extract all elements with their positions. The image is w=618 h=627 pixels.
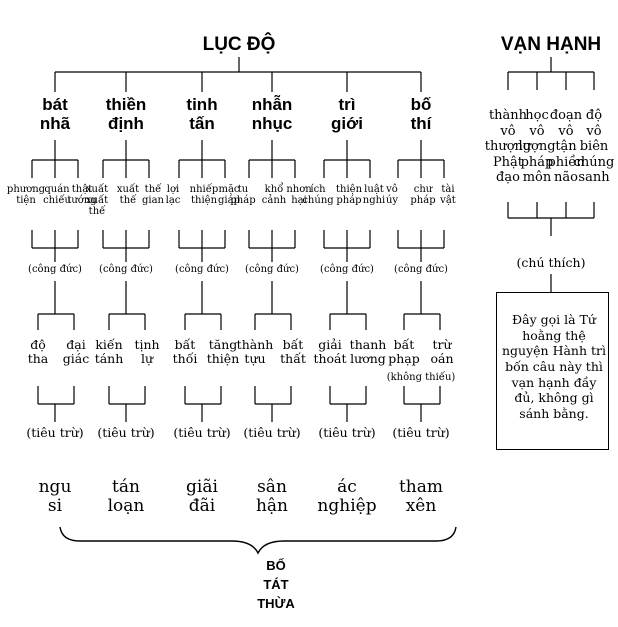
note-text: Đây gọi là Tứ hoằng thệ nguyện Hành trì … [501,312,606,421]
note-box [496,292,609,450]
van-hanh-title: VẠN HẠNH [500,34,602,55]
paramita-6-merit: (công đức) [394,264,448,275]
paramita-5-merit: (công đức) [320,264,374,275]
paramita-4-remove: (tiêu trừ) [243,425,301,440]
footer-brace [59,526,457,555]
paramita-5-remove: (tiêu trừ) [318,425,376,440]
paramita-3-merit: (công đức) [175,264,229,275]
paramita-3-remove: (tiêu trừ) [173,425,231,440]
paramita-6-remove: (tiêu trừ) [392,425,450,440]
paramita-2-remove: (tiêu trừ) [97,425,155,440]
paramita-1-remove: (tiêu trừ) [26,425,84,440]
paramita-1-merit: (công đức) [28,264,82,275]
paramita-6-fruit-note: (không thiếu) [386,372,456,383]
luc-do-title: LỤC ĐỘ [202,34,276,55]
paramita-2-merit: (công đức) [99,264,153,275]
note-label: (chú thích) [516,255,586,270]
paramita-4-merit: (công đức) [245,264,299,275]
